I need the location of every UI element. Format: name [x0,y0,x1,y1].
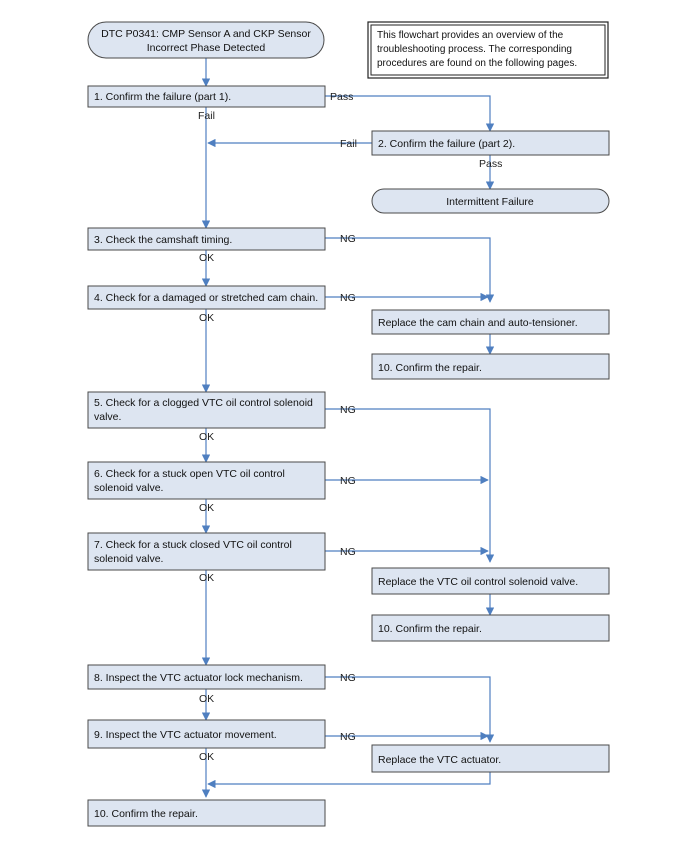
label-pass-2: Pass [479,158,502,170]
label-ng-5: NG [340,404,356,416]
replace-cam-chain-box: Replace the cam chain and auto-tensioner… [371,309,610,335]
label-ok-5: OK [199,431,214,443]
label-ng-6: NG [340,475,356,487]
label-ng-4: NG [340,292,356,304]
step-10-box: 10. Confirm the repair. [87,799,326,827]
connectors [201,58,495,798]
label-ng-9: NG [340,731,356,743]
step-7-text-line-1: 7. Check for a stuck closed VTC oil cont… [94,539,292,551]
step-10-text: 10. Confirm the repair. [94,808,198,820]
step-8-box: 8. Inspect the VTC actuator lock mechani… [87,664,326,690]
step-6-text-line-2: solenoid valve. [94,482,163,494]
step-6-box: 6. Check for a stuck open VTC oil contro… [87,461,326,500]
step-5-text-line-2: valve. [94,411,121,423]
step-8-text: 8. Inspect the VTC actuator lock mechani… [94,672,303,684]
label-ok-6: OK [199,502,214,514]
step-2-text: 2. Confirm the failure (part 2). [378,138,515,150]
confirm-repair-a-text: 10. Confirm the repair. [378,362,482,374]
connector-s3-ng [325,237,495,303]
step-3-box: 3. Check the camshaft timing. [87,227,326,251]
replace-actuator-text: Replace the VTC actuator. [378,754,501,766]
connector-s1-pass-to-s2 [325,95,495,132]
label-ok-3: OK [199,252,214,264]
connector-rep-act-merge [207,772,491,789]
label-ng-3: NG [340,233,356,245]
connector-s8-ng [325,676,495,743]
label-ok-8: OK [199,693,214,705]
step-9-text: 9. Inspect the VTC actuator movement. [94,729,277,741]
connector-s5-ng [325,408,495,563]
overview-note-line-1: This flowchart provides an overview of t… [377,30,564,41]
label-ok-9: OK [199,751,214,763]
label-pass-1: Pass [330,91,353,103]
replace-actuator-box: Replace the VTC actuator. [371,744,610,773]
replace-solenoid-box: Replace the VTC oil control solenoid val… [371,567,610,595]
node-start: DTC P0341: CMP Sensor A and CKP Sensor I… [87,21,325,59]
step-6-text-line-1: 6. Check for a stuck open VTC oil contro… [94,468,285,480]
label-ng-7: NG [340,546,356,558]
step-5-text-line-1: 5. Check for a clogged VTC oil control s… [94,397,313,409]
overview-note-line-2: troubleshooting process. The correspondi… [377,44,572,55]
step-2-box: 2. Confirm the failure (part 2). [371,130,610,156]
step-7-box: 7. Check for a stuck closed VTC oil cont… [87,532,326,571]
confirm-repair-a-box: 10. Confirm the repair. [371,353,610,380]
step-4-text: 4. Check for a damaged or stretched cam … [94,292,318,304]
edge-labels: Pass Fail Fail Pass NG OK NG OK NG OK NG… [198,91,502,763]
confirm-repair-b-box: 10. Confirm the repair. [371,614,610,642]
label-ok-4: OK [199,312,214,324]
step-4-box: 4. Check for a damaged or stretched cam … [87,285,326,310]
node-start-line-1: DTC P0341: CMP Sensor A and CKP Sensor [101,28,311,40]
overview-note-line-3: procedures are found on the following pa… [377,58,577,69]
overview-note: This flowchart provides an overview of t… [367,21,609,79]
confirm-repair-b-text: 10. Confirm the repair. [378,623,482,635]
replace-cam-chain-text: Replace the cam chain and auto-tensioner… [378,317,578,329]
label-fail-1: Fail [198,110,215,122]
step-7-text-line-2: solenoid valve. [94,553,163,565]
label-fail-2: Fail [340,138,357,150]
node-start-line-2: Incorrect Phase Detected [147,42,266,54]
intermittent-failure-box: Intermittent Failure [371,188,610,214]
step-1-text: 1. Confirm the failure (part 1). [94,91,231,103]
intermittent-failure-text: Intermittent Failure [446,196,534,208]
label-ng-8: NG [340,672,356,684]
step-9-box: 9. Inspect the VTC actuator movement. [87,719,326,749]
label-ok-7: OK [199,572,214,584]
replace-solenoid-text: Replace the VTC oil control solenoid val… [378,576,578,588]
step-5-box: 5. Check for a clogged VTC oil control s… [87,391,326,429]
step-3-text: 3. Check the camshaft timing. [94,234,232,246]
step-1-box: 1. Confirm the failure (part 1). [87,85,326,108]
